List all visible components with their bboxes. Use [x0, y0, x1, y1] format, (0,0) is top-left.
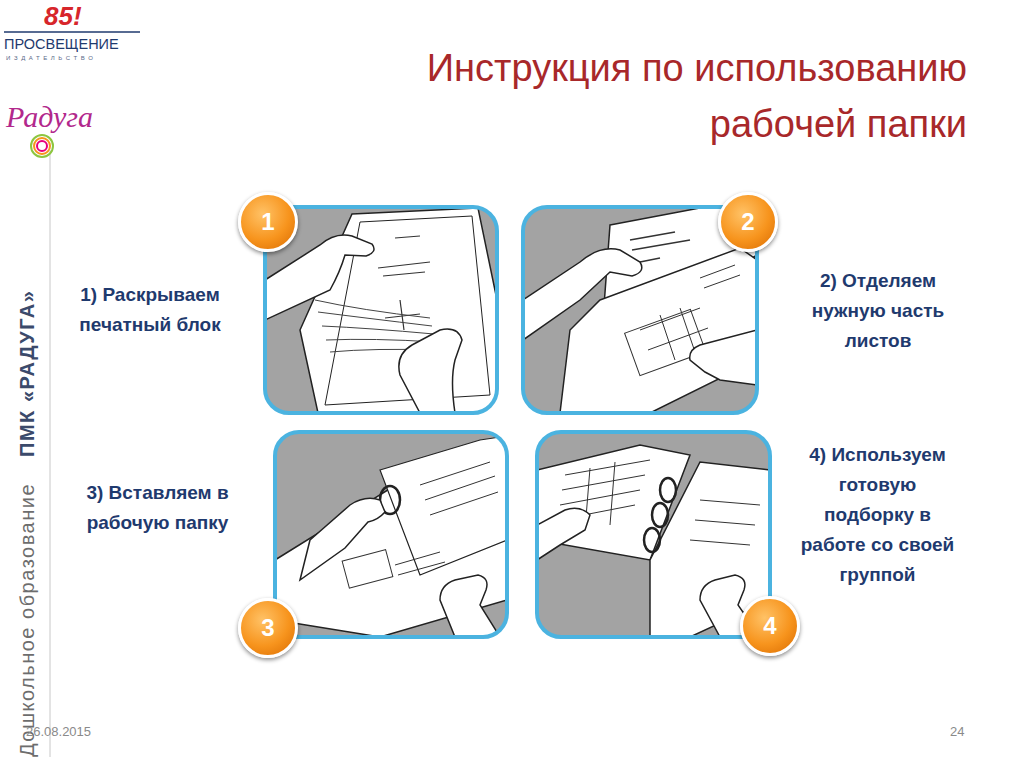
- panel-use-folder: [537, 432, 770, 637]
- slide-number: 24: [950, 725, 964, 740]
- panel-frame: [275, 432, 507, 637]
- rainbow-logo: Радуга: [6, 100, 93, 135]
- slide-date: 26.08.2015: [26, 725, 91, 740]
- logo-number: 85!: [44, 2, 82, 32]
- step-number: 3: [261, 614, 274, 642]
- panel-frame: [537, 432, 770, 637]
- step-badge: 2: [718, 192, 778, 252]
- rainbow-swirl: [31, 135, 53, 157]
- panel-frame: [265, 207, 497, 413]
- step-number: 2: [741, 208, 754, 236]
- logo-rule: [4, 31, 140, 33]
- panel-insert-into-folder: [275, 432, 507, 637]
- step-number: 4: [763, 612, 776, 640]
- step-badge: 3: [238, 598, 298, 658]
- side-band: Дошкольное образование ПМК «РАДУГА»: [12, 167, 42, 757]
- panel-open-block: [265, 207, 497, 413]
- step-badge: 4: [740, 596, 800, 656]
- program-name: ПМК «РАДУГА»: [16, 290, 39, 457]
- publisher-subtitle: ИЗДАТЕЛЬСТВО: [6, 55, 96, 62]
- step-caption: 2) Отделяем нужную часть листов: [788, 266, 968, 356]
- step-caption: 3) Вставляем в рабочую папку: [80, 478, 235, 538]
- publisher-name: ПРОСВЕЩЕНИЕ: [4, 36, 119, 53]
- slide-title: Инструкция по использованию рабочей папк…: [355, 40, 967, 152]
- step-number: 1: [261, 208, 274, 236]
- side-rule: [50, 150, 51, 757]
- section-name: Дошкольное образование: [16, 483, 39, 757]
- step-caption: 1) Раскрываем печатный блок: [55, 280, 245, 340]
- step-badge: 1: [238, 192, 298, 252]
- step-caption: 4) Используем готовую подборку в работе …: [795, 440, 960, 590]
